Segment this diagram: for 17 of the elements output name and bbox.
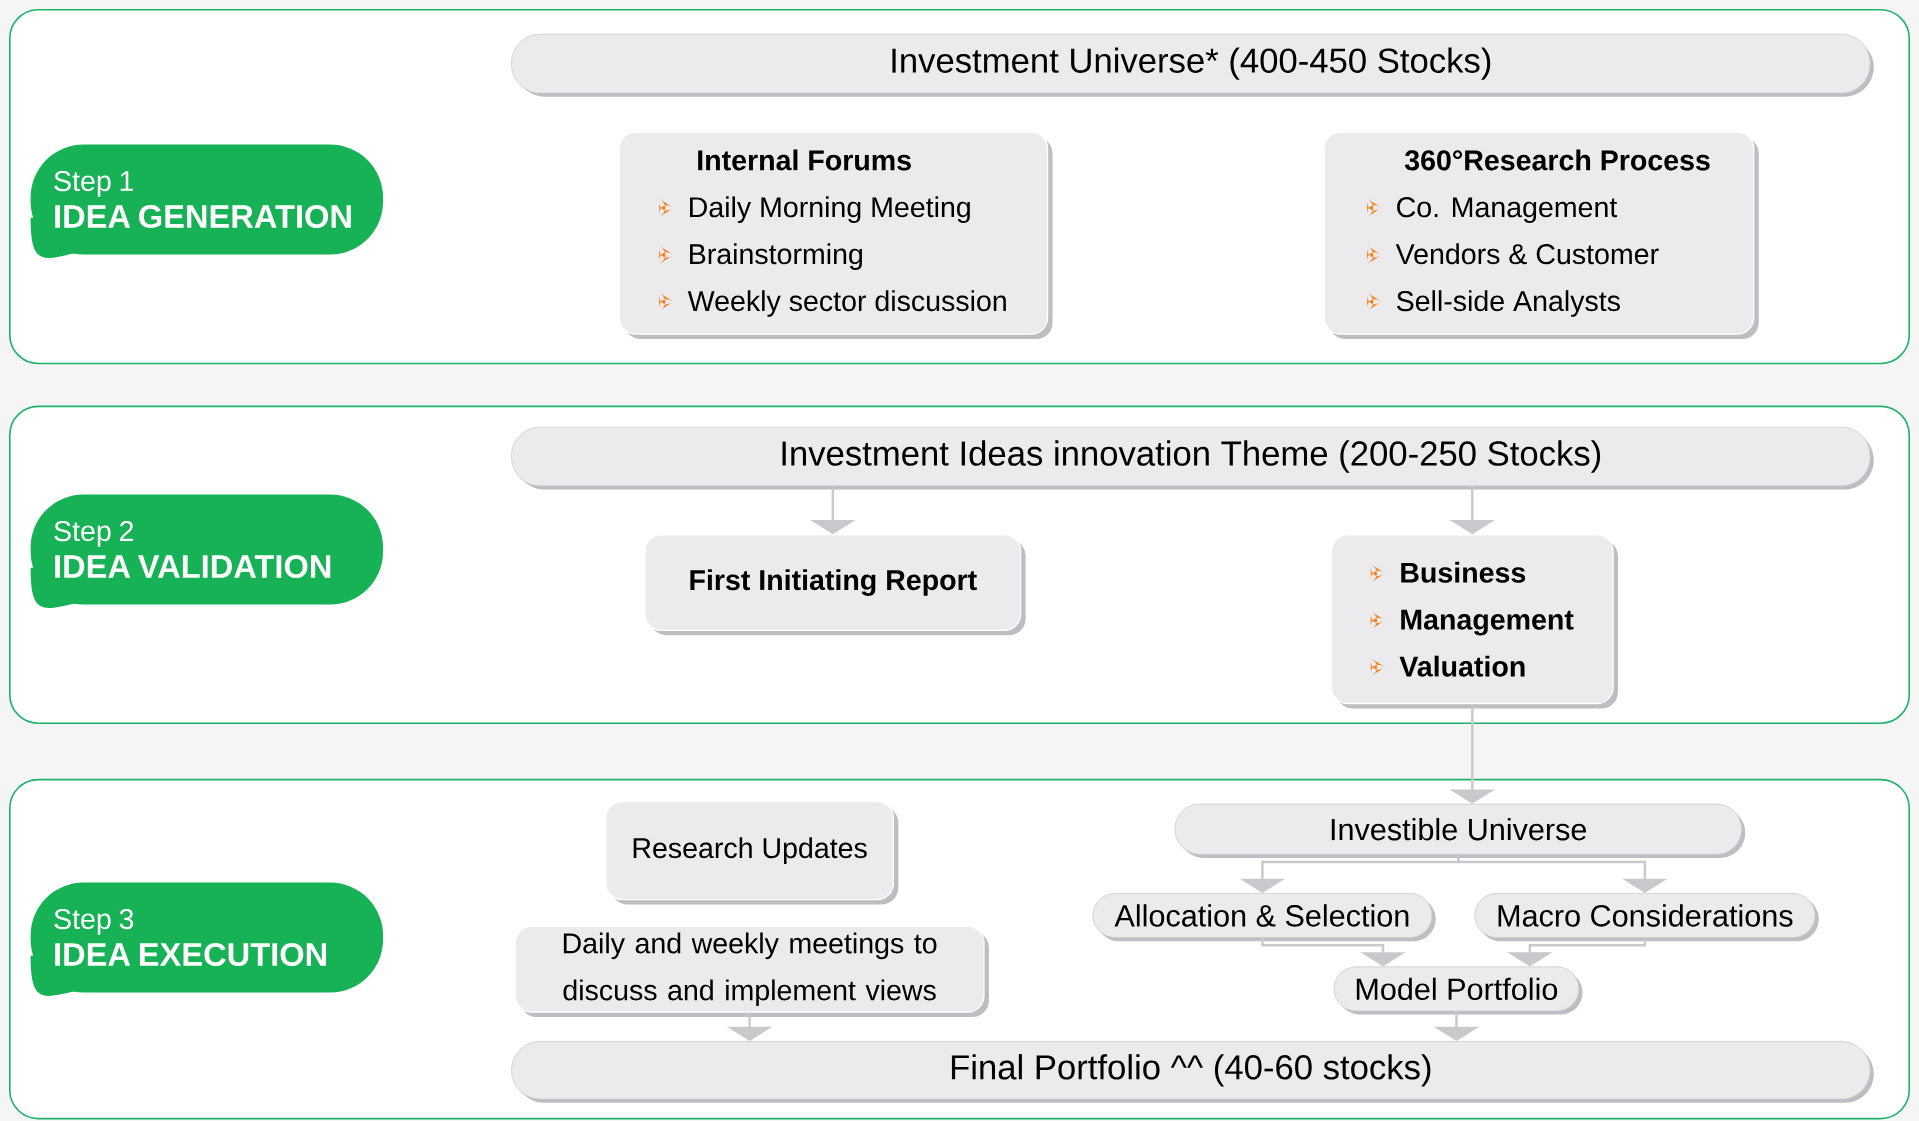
step-badge: Step 1 IDEA GENERATION xyxy=(30,144,384,258)
card: Research Updates xyxy=(605,801,899,905)
stage-bar: Investment Universe* (400-450 Stocks) xyxy=(511,33,1874,97)
card: Internal Forums Daily Morning Meeting Brainstorming Weekly sector discussion xyxy=(618,131,1053,339)
step-badge: Step 3 IDEA EXECUTION xyxy=(30,882,384,996)
stage-bar: Allocation & Selection xyxy=(1092,893,1436,942)
card: 360°Research Process Co. Management Vendors & Customer Sell-side Analysts xyxy=(1323,131,1759,339)
stage-bar: Final Portfolio ^^ (40-60 stocks) xyxy=(511,1041,1874,1103)
stage-bar: Investible Universe xyxy=(1174,803,1746,858)
stage-bar: Investment Ideas innovation Theme (200-250 Stocks) xyxy=(511,426,1874,490)
stage-bar: Model Portfolio xyxy=(1333,966,1583,1015)
arrow xyxy=(1261,937,1406,967)
stage-bar: Macro Considerations xyxy=(1474,893,1819,942)
card: First Initiating Report xyxy=(644,534,1026,636)
step-badge: Step 2 IDEA VALIDATION xyxy=(30,494,384,608)
card: Business Management Valuation xyxy=(1330,534,1618,709)
card: Daily and weekly meetings to discuss and implement views xyxy=(514,925,989,1017)
